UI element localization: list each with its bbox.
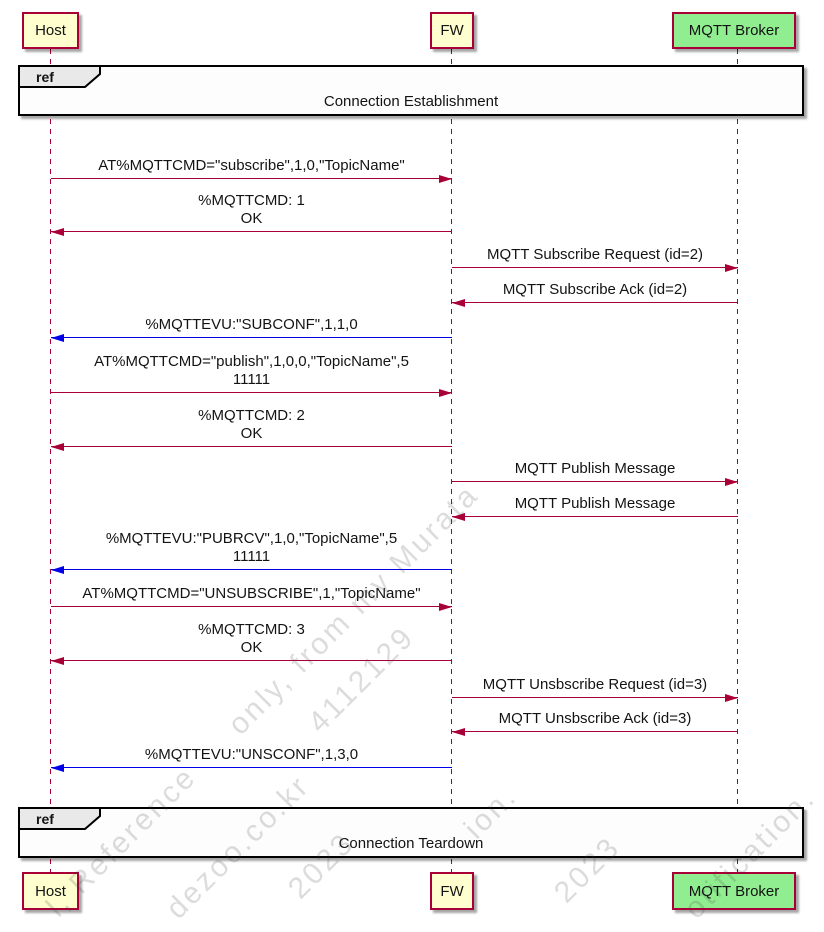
message-line (51, 392, 452, 393)
lifeline-broker (737, 49, 738, 872)
message-label: AT%MQTTCMD="publish",1,0,0,"TopicName",5… (94, 353, 409, 388)
message-label: %MQTTEVU:"UNSCONF",1,3,0 (144, 746, 359, 763)
message-line (51, 446, 452, 447)
lifeline-fw (451, 49, 452, 872)
arrowhead-icon (51, 442, 64, 451)
participant-fw-top: FW (430, 12, 474, 49)
arrowhead-icon (439, 602, 452, 611)
participant-fw-bottom: FW (430, 872, 474, 910)
message-label: MQTT Unsbscribe Request (id=3) (482, 676, 708, 693)
message-label: MQTT Unsbscribe Ack (id=3) (498, 710, 692, 727)
arrowhead-icon (452, 298, 465, 307)
ref-pentagon-icon (18, 65, 101, 88)
arrowhead-icon (51, 565, 64, 574)
ref-fragment-connection-establishment: ref Connection Establishment (18, 65, 804, 116)
ref-keyword: ref (36, 69, 54, 85)
arrowhead-icon (51, 656, 64, 665)
message-label: MQTT Publish Message (514, 460, 676, 477)
message-line (452, 267, 738, 268)
ref-title-teardown: Connection Teardown (338, 835, 484, 852)
arrowhead-icon (51, 763, 64, 772)
arrowhead-icon (51, 227, 64, 236)
message-line (51, 767, 452, 768)
ref-keyword: ref (36, 811, 54, 827)
message-line (452, 697, 738, 698)
message-line (51, 337, 452, 338)
message-label: AT%MQTTCMD="subscribe",1,0,"TopicName" (98, 157, 405, 174)
message-line (452, 516, 738, 517)
message-label: MQTT Subscribe Ack (id=2) (502, 281, 688, 298)
message-label: AT%MQTTCMD="UNSUBSCRIBE",1,"TopicName" (82, 585, 421, 602)
arrowhead-icon (51, 333, 64, 342)
participant-host-bottom: Host (22, 872, 79, 910)
message-line (51, 569, 452, 570)
arrowhead-icon (452, 727, 465, 736)
message-line (51, 660, 452, 661)
message-label: MQTT Publish Message (514, 495, 676, 512)
lifeline-host (50, 49, 51, 872)
participant-label: MQTT Broker (688, 882, 780, 900)
arrowhead-icon (452, 512, 465, 521)
ref-title-establishment: Connection Establishment (323, 93, 499, 110)
participant-label: Host (35, 882, 66, 900)
ref-fragment-connection-teardown: ref Connection Teardown (18, 807, 804, 858)
message-line (452, 481, 738, 482)
arrowhead-icon (439, 388, 452, 397)
message-line (51, 231, 452, 232)
participant-label: MQTT Broker (688, 22, 780, 39)
message-line (51, 178, 452, 179)
message-label: %MQTTEVU:"SUBCONF",1,1,0 (145, 316, 358, 333)
participant-broker-top: MQTT Broker (672, 12, 796, 49)
participant-host-top: Host (22, 12, 79, 49)
arrowhead-icon (725, 693, 738, 702)
participant-broker-bottom: MQTT Broker (672, 872, 796, 910)
participant-label: FW (440, 882, 464, 900)
participant-label: Host (35, 22, 66, 39)
message-line (51, 606, 452, 607)
ref-pentagon-icon (18, 807, 101, 830)
participant-label: FW (440, 22, 464, 39)
message-label: MQTT Subscribe Request (id=2) (486, 246, 704, 263)
message-line (452, 731, 738, 732)
arrowhead-icon (725, 477, 738, 486)
arrowhead-icon (439, 174, 452, 183)
message-line (452, 302, 738, 303)
arrowhead-icon (725, 263, 738, 272)
